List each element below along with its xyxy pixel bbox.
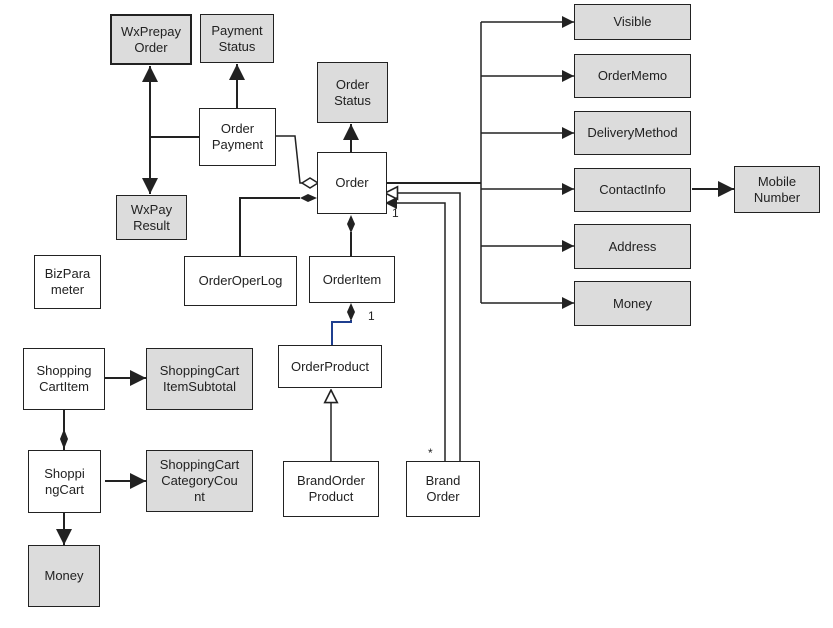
order-product-box: OrderProduct [278,345,382,388]
money-cart-box: Money [28,545,100,607]
orderpayment-order-link [276,135,302,184]
visible-box: Visible [574,4,691,40]
wxprepay-order-box: WxPrepay Order [110,14,192,65]
multiplicity-orderitem-end: 1 [368,309,375,323]
filled-diamond-orderitem [347,215,355,233]
shopping-cart-box: Shoppi ngCart [28,450,101,513]
brand-order-box: Brand Order [406,461,480,517]
order-payment-box: Order Payment [199,108,276,166]
multiplicity-order-end: 1 [392,206,399,220]
payment-status-box: Payment Status [200,14,274,63]
order-oper-log-box: OrderOperLog [184,256,297,306]
brand-order-product-box: BrandOrder Product [283,461,379,517]
order-status-box: Order Status [317,62,388,123]
delivery-method-box: DeliveryMethod [574,111,691,155]
orderoperlog-order-link [239,197,300,256]
brandorder-order-assoc-link [385,197,446,461]
shopping-cart-category-count-box: ShoppingCart CategoryCou nt [146,450,253,512]
wxpay-result-box: WxPay Result [116,195,187,240]
contact-info-box: ContactInfo [574,168,691,212]
money-order-box: Money [574,281,691,326]
bizparameter-box: BizPara meter [34,255,101,309]
shopping-cart-item-subtotal-box: ShoppingCart ItemSubtotal [146,348,253,410]
multiplicity-brandorder-star: * [428,446,433,460]
filled-diamond-operlog [300,194,317,202]
filled-diamond-cart [60,429,68,449]
mobile-number-box: Mobile Number [734,166,820,213]
address-box: Address [574,224,691,269]
filled-diamond-orderproduct [347,303,355,321]
order-box: Order [317,152,387,214]
brandorder-order-inherit-link [385,193,461,461]
order-item-box: OrderItem [309,256,395,303]
orderproduct-orderitem-link [331,320,352,345]
hollow-diamond [300,177,320,189]
order-memo-box: OrderMemo [574,54,691,98]
shopping-cart-item-box: Shopping CartItem [23,348,105,410]
